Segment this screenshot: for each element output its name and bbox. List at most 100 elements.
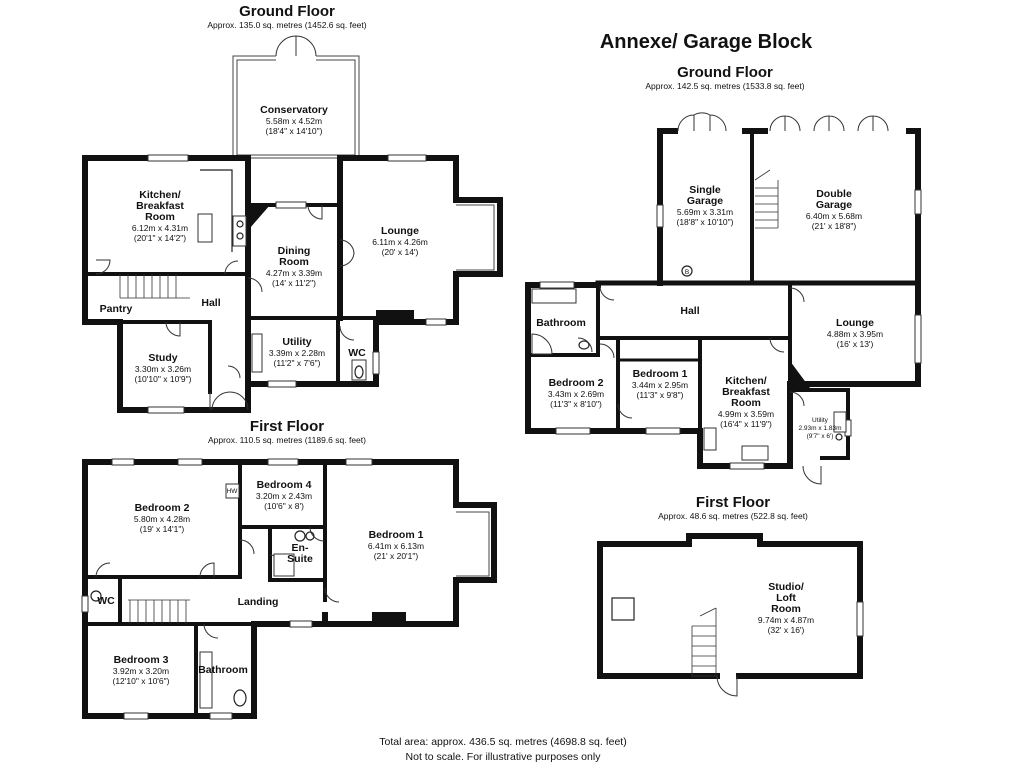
room-study: Study 3.30m x 3.26m (10'10" x 10'9") <box>134 352 191 384</box>
svg-text:3.92m x 3.20m: 3.92m x 3.20m <box>113 666 169 676</box>
main-first-floor: First Floor Approx. 110.5 sq. metres (11… <box>81 418 497 720</box>
svg-text:(20'1" x 14'2"): (20'1" x 14'2") <box>134 233 186 243</box>
bedroom1-bay-window <box>456 511 490 577</box>
svg-text:(12'10" x 10'6"): (12'10" x 10'6") <box>112 676 169 686</box>
room-pantry: Pantry <box>100 303 133 315</box>
garage-doors <box>677 112 906 136</box>
conservatory-structure <box>232 35 360 159</box>
svg-text:Studio/: Studio/ <box>768 581 804 593</box>
svg-text:Conservatory: Conservatory <box>260 104 328 116</box>
svg-text:6.41m x 6.13m: 6.41m x 6.13m <box>368 541 424 551</box>
main-first-floor-area: Approx. 110.5 sq. metres (1189.6 sq. fee… <box>208 435 366 445</box>
room-annexe-bedroom-2: Bedroom 2 3.43m x 2.69m (11'3" x 8'10") <box>548 377 604 409</box>
room-landing: Landing <box>238 596 279 608</box>
main-ground-floor-area: Approx. 135.0 sq. metres (1452.6 sq. fee… <box>207 20 366 30</box>
total-area: Total area: approx. 436.5 sq. metres (46… <box>379 736 626 748</box>
svg-text:Garage: Garage <box>816 199 852 211</box>
svg-text:Room: Room <box>145 211 175 223</box>
svg-text:Loft: Loft <box>776 592 796 604</box>
svg-text:Utility: Utility <box>282 336 311 348</box>
room-hall: Hall <box>201 297 220 309</box>
svg-text:3.43m x 2.69m: 3.43m x 2.69m <box>548 389 604 399</box>
room-en-suite: En- Suite <box>287 542 313 565</box>
footer: Total area: approx. 436.5 sq. metres (46… <box>379 736 626 763</box>
first-floor-fixtures: HW <box>90 483 406 709</box>
svg-text:(10'6" x 8'): (10'6" x 8') <box>264 501 304 511</box>
svg-text:3.44m x 2.95m: 3.44m x 2.95m <box>632 380 688 390</box>
svg-text:3.39m x 2.28m: 3.39m x 2.28m <box>269 348 325 358</box>
svg-text:6.11m x 4.26m: 6.11m x 4.26m <box>372 237 428 247</box>
svg-text:3.30m x 3.26m: 3.30m x 3.26m <box>135 364 191 374</box>
room-annexe-hall: Hall <box>680 305 699 317</box>
studio-door <box>716 675 738 697</box>
svg-text:Double: Double <box>816 188 852 200</box>
svg-text:Room: Room <box>731 397 761 409</box>
svg-text:Single: Single <box>689 184 721 196</box>
annexe-ground-windows <box>539 189 922 470</box>
svg-text:En-: En- <box>292 542 309 554</box>
annexe-ground-floor: Annexe/ Garage Block Ground Floor Approx… <box>525 31 922 485</box>
annexe-first-floor-title: First Floor <box>696 494 770 511</box>
annexe-title: Annexe/ Garage Block <box>600 31 813 53</box>
annexe-first-floor: First Floor Approx. 48.6 sq. metres (522… <box>597 494 864 697</box>
studio-stairs <box>691 607 717 677</box>
svg-text:(16'4" x 11'9"): (16'4" x 11'9") <box>720 419 772 429</box>
main-ground-floor-title: Ground Floor <box>239 3 335 20</box>
svg-text:9.74m x 4.87m: 9.74m x 4.87m <box>758 615 814 625</box>
boiler-marker: B <box>685 269 689 276</box>
annexe-ground-doors <box>577 285 822 485</box>
room-wc: WC <box>348 347 366 359</box>
svg-text:Lounge: Lounge <box>381 225 419 237</box>
svg-text:5.80m x 4.28m: 5.80m x 4.28m <box>134 514 190 524</box>
room-annexe-bathroom: Bathroom <box>536 317 586 329</box>
room-kitchen-breakfast: Kitchen/ Breakfast Room 6.12m x 4.31m (2… <box>132 189 188 243</box>
main-first-floor-title: First Floor <box>250 418 324 435</box>
ground-floor-windows <box>147 154 447 414</box>
svg-text:4.88m x 3.95m: 4.88m x 3.95m <box>827 329 883 339</box>
room-lounge: Lounge 6.11m x 4.26m (20' x 14') <box>372 225 428 257</box>
svg-text:Bedroom 4: Bedroom 4 <box>257 479 312 491</box>
svg-text:Bedroom 1: Bedroom 1 <box>369 529 424 541</box>
room-annexe-bedroom-1: Bedroom 1 3.44m x 2.95m (11'3" x 9'8") <box>632 368 688 400</box>
svg-text:(16' x 13'): (16' x 13') <box>837 339 874 349</box>
svg-text:Study: Study <box>148 352 177 364</box>
hot-water-cylinder-label: HW <box>227 488 239 495</box>
svg-text:Bedroom 2: Bedroom 2 <box>549 377 604 389</box>
room-bedroom-1: Bedroom 1 6.41m x 6.13m (21' x 20'1") <box>368 529 424 561</box>
room-bedroom-2: Bedroom 2 5.80m x 4.28m (19' x 14'1") <box>134 502 190 534</box>
svg-text:(14' x 11'2"): (14' x 11'2") <box>272 278 316 288</box>
room-bedroom-3: Bedroom 3 3.92m x 3.20m (12'10" x 10'6") <box>112 654 169 686</box>
room-bedroom-4: Bedroom 4 3.20m x 2.43m (10'6" x 8') <box>256 479 312 511</box>
svg-text:(9'7" x 6'): (9'7" x 6') <box>807 433 834 440</box>
ground-floor-doors <box>95 204 355 411</box>
svg-text:(11'3" x 9'8"): (11'3" x 9'8") <box>637 390 684 400</box>
room-bathroom: Bathroom <box>198 664 248 676</box>
studio-rooflight <box>611 597 635 621</box>
room-annexe-lounge: Lounge 4.88m x 3.95m (16' x 13') <box>827 317 883 349</box>
room-single-garage: Single Garage 5.69m x 3.31m (18'8" x 10'… <box>676 184 733 227</box>
svg-text:3.20m x 2.43m: 3.20m x 2.43m <box>256 491 312 501</box>
svg-text:Bedroom 2: Bedroom 2 <box>135 502 190 514</box>
svg-text:6.12m x 4.31m: 6.12m x 4.31m <box>132 223 188 233</box>
main-ground-floor: Ground Floor Approx. 135.0 sq. metres (1… <box>82 3 503 414</box>
svg-text:(21' x 18'8"): (21' x 18'8") <box>812 221 857 231</box>
svg-text:Room: Room <box>279 256 309 268</box>
room-annexe-kitchen: Kitchen/ Breakfast Room 4.99m x 3.59m (1… <box>718 375 774 429</box>
svg-text:5.69m x 3.31m: 5.69m x 3.31m <box>677 207 733 217</box>
svg-text:Kitchen/: Kitchen/ <box>139 189 181 201</box>
ground-floor-fixtures <box>197 169 414 381</box>
svg-text:(19' x 14'1"): (19' x 14'1") <box>140 524 185 534</box>
svg-text:Bedroom 3: Bedroom 3 <box>114 654 169 666</box>
first-floor-windows <box>81 458 373 720</box>
room-double-garage: Double Garage 6.40m x 5.68m (21' x 18'8"… <box>806 188 862 231</box>
svg-text:Lounge: Lounge <box>836 317 874 329</box>
lounge-bay-window <box>456 204 495 271</box>
annexe-stairs <box>754 169 779 229</box>
svg-text:(20' x 14'): (20' x 14') <box>382 247 419 257</box>
studio-walls <box>597 533 863 679</box>
room-studio-loft: Studio/ Loft Room 9.74m x 4.87m (32' x 1… <box>758 581 814 635</box>
first-floor-stairs <box>128 599 190 624</box>
svg-text:Breakfast: Breakfast <box>136 200 184 212</box>
first-floor-walls <box>82 459 497 719</box>
